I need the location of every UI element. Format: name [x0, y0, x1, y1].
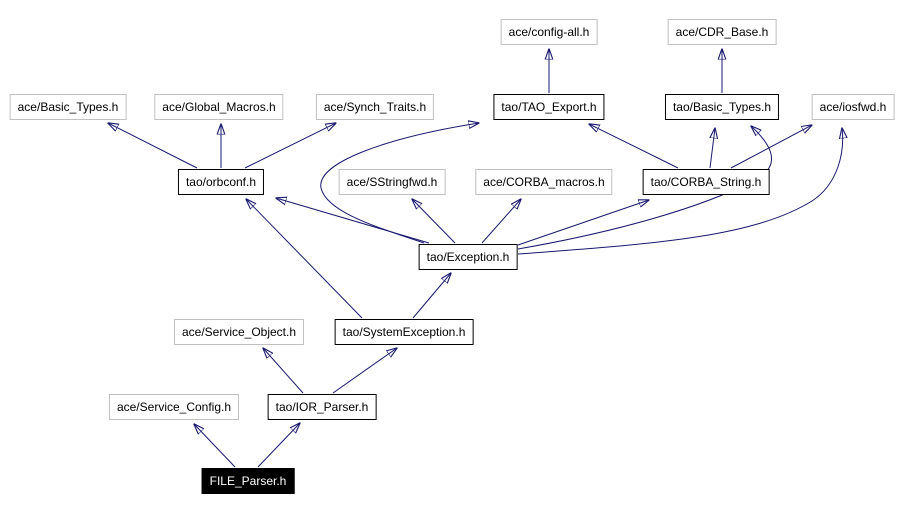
edge-systemexception-to-orbconf — [246, 199, 363, 319]
edge-file-parser-to-ior-parser — [257, 423, 300, 468]
node-tao-exception[interactable]: tao/Exception.h — [418, 244, 518, 270]
edge-orbconf-to-synch-traits — [244, 123, 336, 169]
node-tao-basic-types[interactable]: tao/Basic_Types.h — [664, 94, 780, 120]
edge-corba-string-to-tao-basic-types — [710, 128, 715, 169]
node-tao-orbconf[interactable]: tao/orbconf.h — [177, 169, 265, 195]
node-tao-ior-parser[interactable]: tao/IOR_Parser.h — [267, 394, 377, 420]
node-ace-service-object: ace/Service_Object.h — [173, 319, 305, 345]
node-ace-synch-traits: ace/Synch_Traits.h — [315, 94, 435, 120]
edge-exception-to-sstringfwd — [412, 199, 456, 244]
edge-exception-to-corba-macros — [481, 199, 521, 244]
node-ace-cdr-base: ace/CDR_Base.h — [667, 19, 777, 45]
node-ace-config-all: ace/config-all.h — [500, 19, 598, 45]
node-ace-corba-macros: ace/CORBA_macros.h — [475, 169, 613, 195]
node-tao-systemexception[interactable]: tao/SystemException.h — [334, 319, 474, 345]
node-ace-global-macros: ace/Global_Macros.h — [154, 94, 284, 120]
edge-exception-to-orbconf — [276, 198, 430, 244]
edge-ior-parser-to-service-object — [263, 348, 304, 394]
node-ace-service-config: ace/Service_Config.h — [108, 394, 240, 420]
edge-corba-string-to-iosfwd — [730, 125, 812, 169]
edge-corba-string-to-tao-export — [589, 124, 679, 169]
node-ace-basic-types: ace/Basic_Types.h — [9, 94, 127, 120]
edge-file-parser-to-service-config — [194, 424, 236, 468]
edge-orbconf-to-ace-basic-types — [108, 123, 198, 169]
node-tao-tao-export[interactable]: tao/TAO_Export.h — [493, 94, 605, 120]
node-file-parser-root: FILE_Parser.h — [201, 468, 295, 494]
edge-exception-to-iosfwd — [517, 128, 843, 255]
edge-exception-to-tao-export — [320, 123, 479, 244]
node-tao-corba-string[interactable]: tao/CORBA_String.h — [642, 169, 770, 195]
node-ace-iosfwd: ace/iosfwd.h — [811, 94, 895, 120]
edge-exception-to-corba-string — [517, 200, 649, 246]
edge-ior-parser-to-systemexception — [332, 348, 397, 394]
edge-systemexception-to-exception — [412, 273, 451, 319]
node-ace-sstringfwd: ace/SStringfwd.h — [338, 169, 446, 195]
